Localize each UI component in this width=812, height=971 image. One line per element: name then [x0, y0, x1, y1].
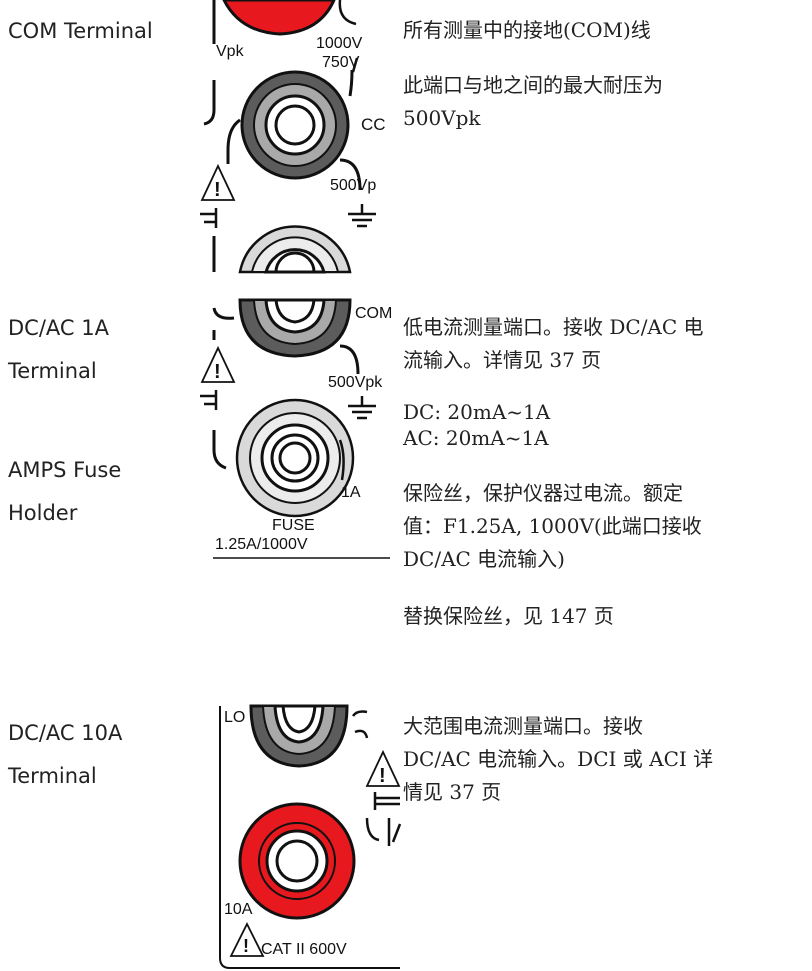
cat-rating-text: CAT II 600V	[261, 941, 347, 958]
svg-text:!: !	[379, 765, 386, 787]
vpk-text: Vpk	[216, 43, 245, 60]
com-terminal-figure: Vpk 1000V 750V CC ! 500Vp	[200, 0, 386, 274]
warning-icon: !	[365, 749, 401, 787]
svg-text:!: !	[214, 179, 221, 201]
com-jack	[240, 70, 350, 180]
dc-ac-1a-terminal-description: 低电流测量端口。接收 DC/AC 电 流输入。详情见 37 页 DC: 20mA…	[403, 315, 704, 628]
10a-text: 10A	[224, 901, 253, 918]
amps-1a-jack	[235, 398, 355, 518]
1a-text: 1A	[341, 484, 361, 501]
amps-fuse-holder-label: AMPS Fuse Holder	[8, 458, 122, 525]
500v-text: 500Vp	[330, 177, 376, 194]
10a-jack	[238, 802, 356, 920]
co-text: CC	[361, 115, 386, 134]
dc-ac-10a-terminal-description: 大范围电流测量端口。接收 DC/AC 电流输入。DCI 或 ACI 详 情见 3…	[403, 714, 714, 804]
lo-text: LO	[224, 709, 245, 726]
fuse-rating-text: 1.25A/1000V	[215, 536, 308, 553]
1000v-text: 1000V	[316, 35, 363, 52]
lo-jack-partial	[249, 704, 349, 768]
com-jack-partial	[238, 298, 352, 358]
dc-ac-10a-terminal-figure: LO ! 10A ! CAT II 600V	[219, 704, 402, 969]
fuse-text: FUSE	[272, 517, 315, 534]
warning-icon: !	[200, 163, 236, 201]
750v-text: 750V	[322, 54, 360, 71]
500vpk-text: 500Vpk	[328, 374, 383, 391]
warning-icon: !	[200, 345, 236, 383]
ground-icon	[348, 204, 376, 228]
dc-ac-10a-terminal-label: DC/AC 10A Terminal	[8, 721, 123, 788]
red-terminal-partial	[222, 0, 336, 36]
svg-text:!: !	[214, 361, 221, 383]
com-text: COM	[355, 305, 392, 322]
svg-text:!: !	[243, 936, 249, 956]
com-terminal-label: COM Terminal	[8, 19, 153, 43]
warning-icon: !	[229, 921, 265, 957]
com-terminal-description: 所有测量中的接地(COM)线 此端口与地之间的最大耐压为 500Vpk	[403, 18, 663, 130]
dc-ac-1a-terminal-figure: COM ! 500Vpk 1A FUSE 1.25A/1000V	[200, 298, 392, 559]
amps-jack-partial	[238, 225, 352, 274]
ground-icon	[348, 396, 376, 420]
dc-ac-1a-terminal-label: DC/AC 1A Terminal	[8, 316, 109, 383]
